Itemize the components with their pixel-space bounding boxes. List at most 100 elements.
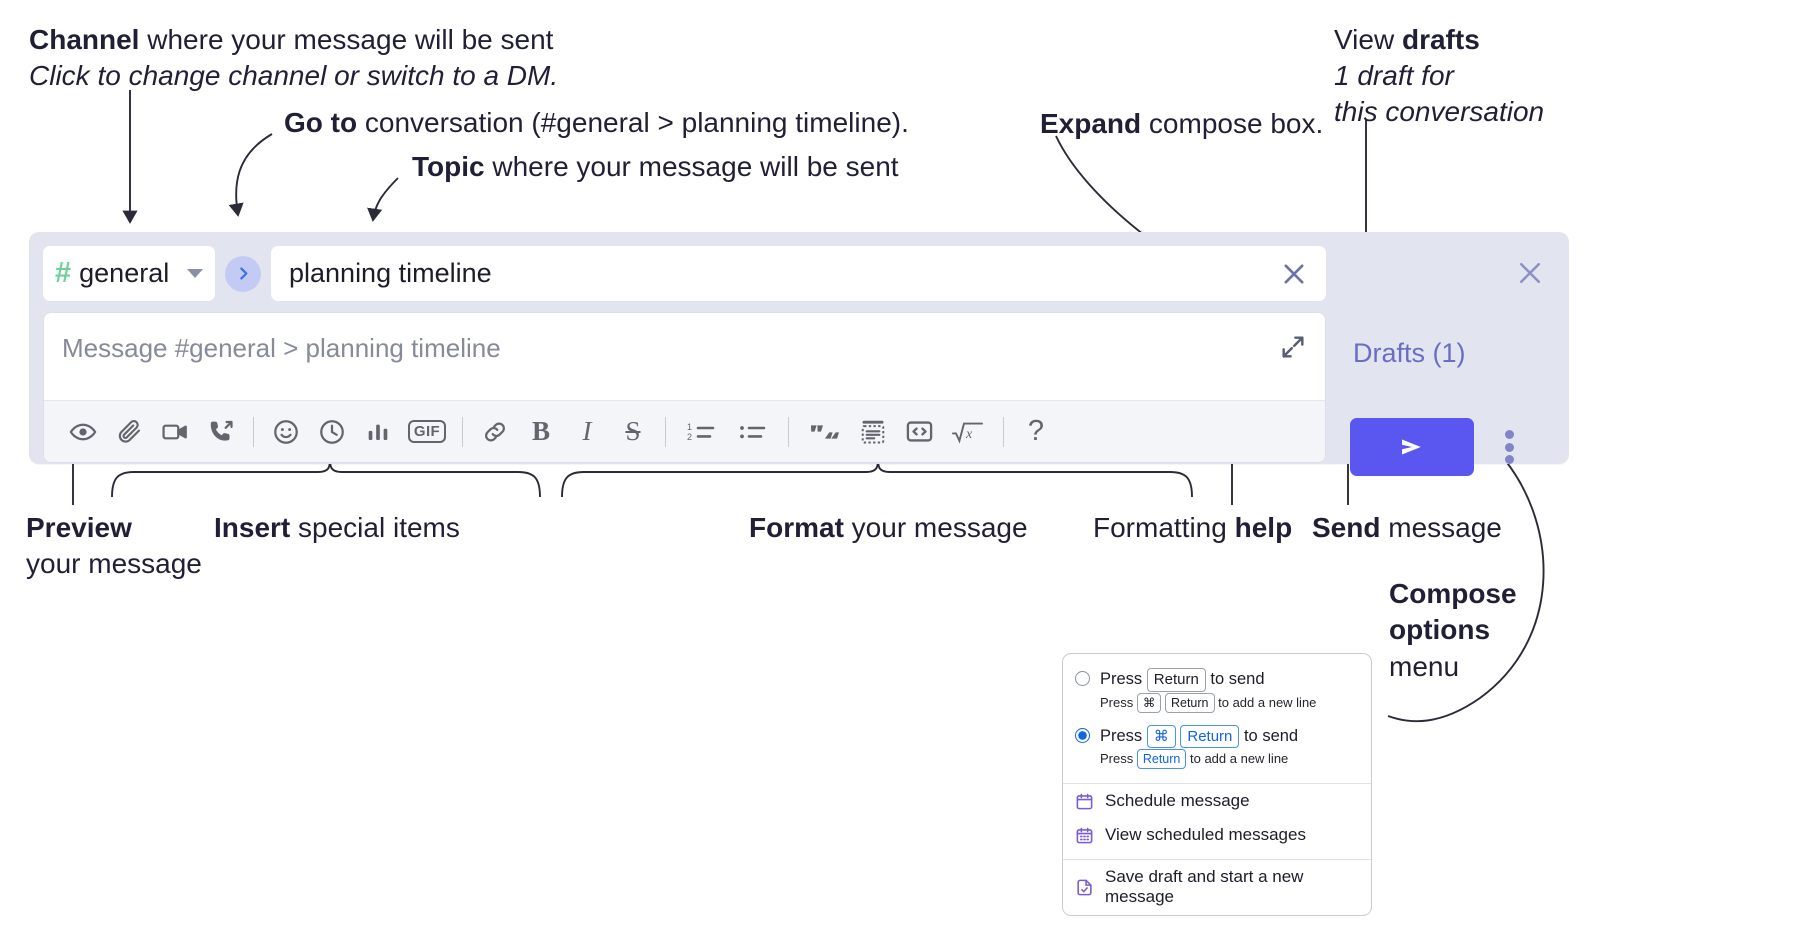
annotation-insert-rest: special items: [290, 512, 460, 543]
annotation-compose-options-bold1: Compose: [1389, 578, 1517, 609]
annotation-drafts-lead: View: [1334, 24, 1402, 55]
send-icon: [1402, 439, 1421, 455]
opt2-sub-pre: Press: [1100, 751, 1137, 767]
annotation-format-rest: your message: [843, 512, 1028, 543]
svg-text:1: 1: [687, 422, 692, 432]
annotation-format: Format your message: [749, 510, 1028, 546]
annotation-compose-options-rest: menu: [1389, 650, 1460, 682]
annotation-expand-bold: Expand: [1040, 108, 1142, 139]
toolbar-divider: [788, 416, 789, 447]
goto-conversation-button[interactable]: [225, 255, 261, 292]
message-input[interactable]: Message #general > planning timeline: [44, 313, 1325, 400]
compose-options-button[interactable]: [1504, 430, 1514, 464]
send-button[interactable]: [1350, 418, 1474, 476]
annotation-drafts: View drafts 1 draft for this conversatio…: [1334, 22, 1544, 129]
italic-label: I: [582, 416, 592, 446]
menu-item-save-draft[interactable]: Save draft and start a new message: [1063, 860, 1371, 915]
opt2-sub-post: to add a new line: [1186, 751, 1289, 767]
bulleted-list-icon[interactable]: [727, 409, 779, 455]
annotation-expand: Expand compose box.: [1040, 106, 1323, 142]
bold-icon[interactable]: B: [518, 409, 564, 455]
annotation-topic-bold: Topic: [412, 151, 485, 182]
annotation-drafts-sub1: 1 draft for: [1334, 59, 1454, 91]
opt1-pre: Press: [1100, 670, 1147, 688]
send-option-return-sub: Press ⌘ Return to add a new line: [1063, 692, 1371, 721]
radio-selected[interactable]: [1075, 727, 1090, 743]
annotation-preview-bold: Preview: [26, 512, 132, 543]
toolbar-divider: [253, 416, 254, 447]
send-option-return[interactable]: Press Return to send: [1063, 664, 1371, 692]
annotation-insert-bold: Insert: [214, 512, 291, 543]
opt1-sub-post: to add a new line: [1214, 694, 1317, 710]
menu-divider: [1063, 858, 1371, 860]
opt2-pre: Press: [1100, 726, 1147, 745]
gif-icon[interactable]: GIF: [401, 409, 453, 455]
kbd-return: Return: [1136, 749, 1187, 770]
annotation-send: Send message: [1312, 510, 1502, 546]
strikethrough-icon[interactable]: S: [610, 409, 656, 455]
poll-bars-icon[interactable]: [355, 409, 401, 455]
kbd-return: Return: [1146, 668, 1206, 692]
huddle-phone-icon[interactable]: [198, 409, 244, 455]
topic-input[interactable]: planning timeline: [271, 246, 1326, 301]
menu-item-label: View scheduled messages: [1105, 825, 1306, 845]
annotation-drafts-sub2: this conversation: [1334, 95, 1545, 127]
channel-selector[interactable]: # general: [43, 246, 215, 301]
annotation-send-bold: Send: [1312, 512, 1381, 543]
annotation-insert: Insert special items: [214, 510, 460, 546]
compose-main-column: # general planning timeline Message #gen…: [43, 246, 1326, 463]
drafts-link[interactable]: Drafts (1): [1353, 338, 1466, 368]
inline-code-icon[interactable]: [896, 409, 942, 455]
video-camera-icon[interactable]: [152, 409, 198, 455]
gif-label: GIF: [407, 419, 447, 444]
emoji-smiley-icon[interactable]: [263, 409, 309, 455]
send-option-cmd-return[interactable]: Press ⌘ Return to send: [1063, 721, 1371, 749]
close-icon[interactable]: [1280, 260, 1308, 288]
opt1-sub-pre: Press: [1100, 694, 1137, 710]
menu-item-schedule-message[interactable]: Schedule message: [1063, 784, 1371, 818]
compose-header-row: # general planning timeline: [43, 246, 1326, 301]
menu-item-label: Schedule message: [1105, 791, 1250, 811]
link-icon[interactable]: [472, 409, 518, 455]
channel-name: general: [79, 258, 170, 288]
code-block-icon[interactable]: [850, 409, 896, 455]
message-card: Message #general > planning timeline: [43, 312, 1326, 463]
send-option-return-label: Press Return to send: [1100, 667, 1265, 692]
annotation-expand-rest: compose box.: [1141, 108, 1324, 139]
opt1-post: to send: [1205, 670, 1265, 688]
attach-paperclip-icon[interactable]: [106, 409, 152, 455]
annotation-format-bold: Format: [749, 512, 844, 543]
italic-icon[interactable]: I: [564, 409, 610, 455]
clock-icon[interactable]: [309, 409, 355, 455]
annotation-compose-options: Compose options menu: [1389, 576, 1517, 685]
blockquote-icon[interactable]: [798, 409, 850, 455]
compose-right-column: Drafts (1): [1326, 232, 1569, 476]
toolbar-divider: [462, 416, 463, 447]
annotation-channel-rest: where your message will be sent: [139, 24, 554, 55]
kebab-dot: [1504, 442, 1514, 452]
kbd-return: Return: [1164, 692, 1215, 713]
annotation-topic-rest: where your message will be sent: [484, 151, 899, 182]
hash-icon: #: [55, 257, 72, 289]
annotation-topic: Topic where your message will be sent: [412, 149, 899, 185]
svg-text:2: 2: [687, 432, 692, 442]
annotation-goto-rest: conversation (#general > planning timeli…: [357, 107, 909, 138]
toolbar-divider: [1003, 416, 1004, 447]
math-icon[interactable]: x: [942, 409, 994, 455]
menu-item-view-scheduled-messages[interactable]: View scheduled messages: [1063, 818, 1371, 852]
kbd-return: Return: [1180, 724, 1240, 749]
radio-unselected[interactable]: [1075, 671, 1090, 686]
compose-options-menu: Press Return to send Press ⌘ Return to a…: [1062, 653, 1372, 916]
strikethrough-label: S: [625, 416, 641, 446]
expand-icon[interactable]: [1279, 333, 1307, 361]
close-icon[interactable]: [1515, 258, 1545, 288]
preview-eye-icon[interactable]: [60, 409, 106, 455]
annotation-preview-sub: your message: [26, 547, 202, 579]
annotation-send-rest: message: [1380, 512, 1502, 543]
kbd-command: ⌘: [1146, 724, 1176, 749]
help-question-icon[interactable]: ?: [1013, 409, 1059, 455]
formatting-toolbar: GIF B I S: [44, 400, 1325, 462]
